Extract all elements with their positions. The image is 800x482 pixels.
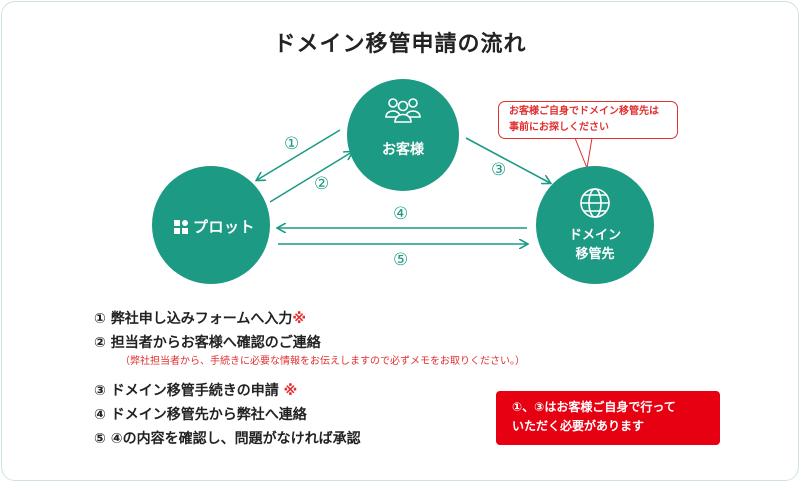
callout-bubble: お客様ご自身でドメイン移管先は 事前にお探しください bbox=[498, 101, 678, 139]
step-1: ① 弊社申し込みフォームへ入力※ bbox=[94, 308, 306, 328]
globe-icon bbox=[578, 186, 612, 224]
step-4-number: ④ bbox=[94, 407, 106, 423]
arrow-1 bbox=[257, 129, 341, 180]
step-1-text: 弊社申し込みフォームへ入力 bbox=[110, 311, 293, 327]
plott-logo: プロット bbox=[174, 216, 255, 237]
arrow-2 bbox=[269, 152, 352, 203]
notice-box: ①、③はお客様ご自身で行って いただく必要があります bbox=[496, 391, 720, 445]
step-5-text: ④の内容を確認し、問題がなければ承認 bbox=[110, 431, 361, 447]
arrow-4-number: ④ bbox=[393, 204, 409, 224]
plott-logo-mark bbox=[174, 219, 188, 234]
step-3-number: ③ bbox=[94, 383, 106, 399]
step-2-number: ② bbox=[94, 335, 106, 351]
destination-label: ドメイン 移管先 bbox=[536, 226, 654, 264]
callout-tail bbox=[574, 137, 593, 170]
step-1-mark: ※ bbox=[292, 311, 306, 327]
step-3-text: ドメイン移管手続きの申請 bbox=[110, 383, 279, 399]
arrow-3-number: ③ bbox=[491, 160, 507, 180]
customer-node: お客様 bbox=[347, 79, 459, 191]
destination-node: ドメイン 移管先 bbox=[536, 166, 654, 284]
plott-logo-text: プロット bbox=[193, 218, 256, 236]
destination-label-line1: ドメイン bbox=[568, 228, 621, 243]
step-5-number: ⑤ bbox=[94, 431, 106, 447]
arrow-5-number: ⑤ bbox=[393, 250, 409, 270]
plott-node: プロット bbox=[152, 166, 270, 284]
customer-label: お客様 bbox=[382, 142, 424, 158]
step-2-note: （弊社担当者から、手続きに必要な情報をお伝えしますので必ずメモをお取りください。… bbox=[120, 356, 525, 367]
destination-label-line2: 移管先 bbox=[575, 247, 615, 262]
step-2-text: 担当者からお客様へ確認のご連絡 bbox=[110, 335, 321, 351]
callout-line1: お客様ご自身でドメイン移管先は bbox=[509, 106, 659, 117]
arrow-1-number: ① bbox=[284, 134, 300, 154]
step-2: ② 担当者からお客様へ確認のご連絡 bbox=[94, 332, 321, 352]
people-icon bbox=[385, 95, 421, 129]
callout-line2: 事前にお探しください bbox=[509, 122, 609, 133]
step-5: ⑤ ④の内容を確認し、問題がなければ承認 bbox=[94, 428, 361, 448]
step-4-text: ドメイン移管先から弊社へ連絡 bbox=[110, 407, 307, 423]
arrow-2-number: ② bbox=[314, 174, 330, 194]
step-3-mark: ※ bbox=[283, 383, 298, 399]
notice-line1: ①、③はお客様ご自身で行って bbox=[512, 400, 676, 414]
arrow-3 bbox=[465, 137, 550, 183]
diagram-title: ドメイン移管申請の流れ bbox=[273, 32, 527, 57]
step-4: ④ ドメイン移管先から弊社へ連絡 bbox=[94, 404, 307, 424]
step-1-number: ① bbox=[94, 311, 106, 327]
step-3: ③ ドメイン移管手続きの申請 ※ bbox=[94, 380, 297, 400]
notice-line2: いただく必要があります bbox=[512, 419, 645, 433]
